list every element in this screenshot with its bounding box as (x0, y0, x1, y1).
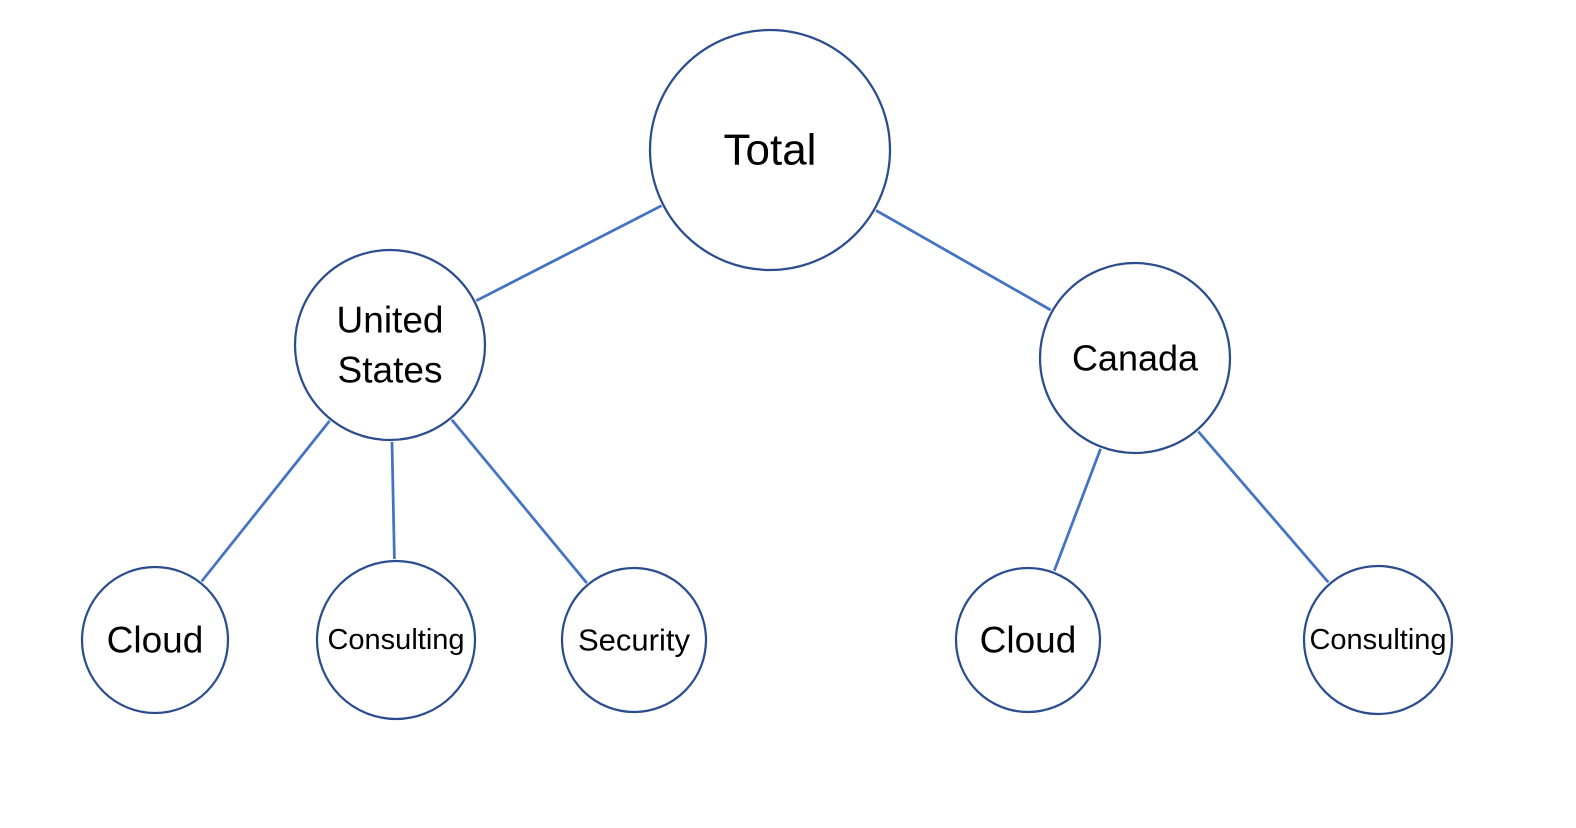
node-label-ca-consulting: Consulting (1309, 624, 1446, 656)
edge-united-states-us-consulting (390, 441, 396, 560)
node-label-line: Cloud (107, 620, 204, 661)
node-label-line: Security (578, 623, 690, 658)
node-label-line: Canada (1072, 338, 1199, 379)
node-circle-ca-consulting (1302, 564, 1454, 716)
node-canada: Canada (1038, 261, 1232, 455)
node-label-line: States (338, 350, 443, 391)
node-us-security: Security (560, 566, 708, 714)
node-label-us-consulting: Consulting (327, 624, 464, 656)
node-ca-cloud: Cloud (954, 566, 1102, 714)
node-circle-ca-cloud (954, 566, 1102, 714)
node-label-line: Consulting (1309, 624, 1446, 656)
edge-total-united-states (475, 204, 663, 302)
node-circle-us-security (560, 566, 708, 714)
node-ca-consulting: Consulting (1302, 564, 1454, 716)
node-total: Total (648, 28, 892, 272)
node-label-us-cloud: Cloud (107, 620, 204, 661)
node-label-us-security: Security (578, 623, 690, 658)
node-us-cloud: Cloud (80, 565, 230, 715)
edge-canada-ca-cloud (1053, 448, 1102, 572)
node-label-ca-cloud: Cloud (980, 620, 1077, 661)
node-us-consulting: Consulting (315, 559, 477, 721)
node-label-canada: Canada (1072, 338, 1199, 379)
edge-united-states-us-cloud (200, 420, 331, 583)
node-label-total: Total (724, 126, 817, 175)
node-circle-total (648, 28, 892, 272)
node-label-line: United (337, 300, 444, 341)
node-label-line: Consulting (327, 624, 464, 656)
node-label-line: Total (724, 126, 817, 175)
node-circle-canada (1038, 261, 1232, 455)
node-circle-us-consulting (315, 559, 477, 721)
edge-total-canada (875, 209, 1052, 312)
edge-canada-ca-consulting (1197, 430, 1330, 584)
node-circle-united-states (293, 248, 487, 442)
node-circle-us-cloud (80, 565, 230, 715)
node-label-line: Cloud (980, 620, 1077, 661)
edge-united-states-us-security (450, 418, 588, 584)
